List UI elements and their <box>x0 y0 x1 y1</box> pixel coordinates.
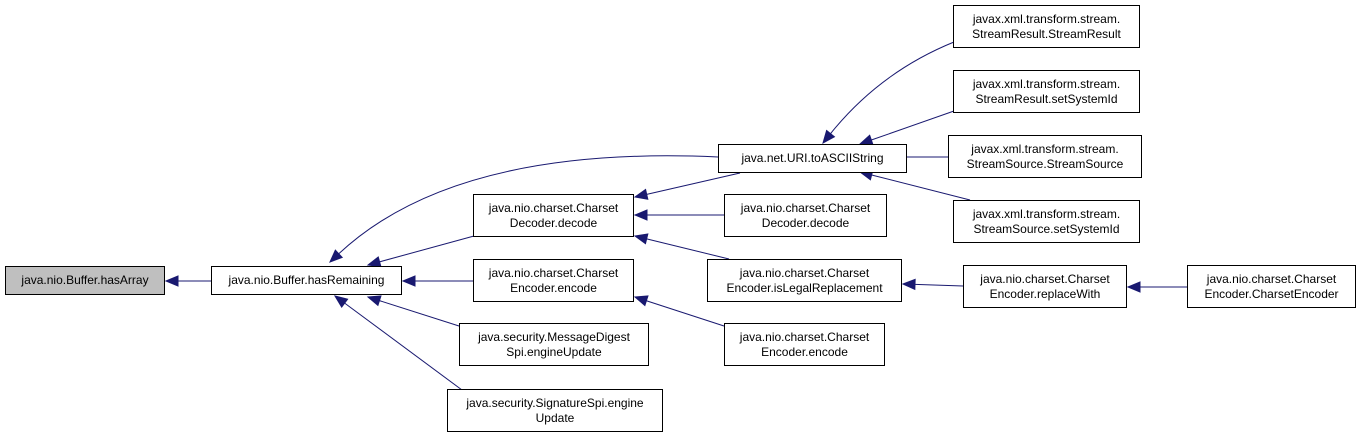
edge-n4-to-n2 <box>401 275 474 287</box>
node-streamresult-streamresult[interactable]: javax.xml.transform.stream. StreamResult… <box>953 5 1140 48</box>
node-streamresult-setsystemid[interactable]: javax.xml.transform.stream. StreamResult… <box>953 70 1140 113</box>
arrowhead <box>329 249 344 263</box>
node-charsetencoder-replacewith[interactable]: java.nio.charset.Charset Encoder.replace… <box>963 265 1127 308</box>
arrowhead <box>633 188 649 200</box>
node-streamsource-setsystemid[interactable]: javax.xml.transform.stream. StreamSource… <box>953 200 1140 243</box>
arrowhead <box>633 233 649 245</box>
node-buffer-hasremaining[interactable]: java.nio.Buffer.hasRemaining <box>211 266 402 295</box>
edge-n7-to-n3 <box>633 172 741 200</box>
edge-n15-to-n9 <box>901 278 964 291</box>
arrowhead <box>366 256 382 268</box>
edge-n2-to-n1 <box>164 275 211 287</box>
arrowhead <box>401 275 416 287</box>
edge-n7-to-n2 <box>329 155 719 263</box>
node-messagedigestspi-engineupdate[interactable]: java.security.MessageDigest Spi.engineUp… <box>459 323 649 366</box>
arrowhead <box>901 278 916 291</box>
arrowhead <box>822 129 836 145</box>
node-streamsource-streamsource[interactable]: javax.xml.transform.stream. StreamSource… <box>948 135 1142 178</box>
node-charsetdecoder-decode[interactable]: java.nio.charset.Charset Decoder.decode <box>473 194 634 237</box>
edge-n16-to-n15 <box>1126 281 1188 293</box>
arrowhead <box>164 275 179 287</box>
arrowhead <box>333 295 349 309</box>
edge-n3-to-n2 <box>366 235 475 268</box>
arrowhead <box>1126 281 1141 293</box>
edge-n11-to-n7 <box>822 41 955 145</box>
edge-n9-to-n3 <box>633 233 730 260</box>
arrowhead <box>366 295 382 307</box>
node-signaturespi-engineupdate[interactable]: java.security.SignatureSpi.engine Update <box>447 389 663 432</box>
edge-n12-to-n7 <box>858 110 955 146</box>
node-charsetencoder-islegalreplacement[interactable]: java.nio.charset.Charset Encoder.isLegal… <box>707 259 902 302</box>
node-charsetencoder-encode-2[interactable]: java.nio.charset.Charset Encoder.encode <box>724 323 885 366</box>
node-charsetdecoder-decode-2[interactable]: java.nio.charset.Charset Decoder.decode <box>724 194 887 237</box>
arrowhead <box>633 209 648 221</box>
edge-n8-to-n3 <box>633 209 724 221</box>
node-charsetencoder-encode[interactable]: java.nio.charset.Charset Encoder.encode <box>473 259 634 302</box>
arrowhead <box>633 295 649 307</box>
edge-n5-to-n2 <box>366 295 460 327</box>
node-uri-toasciistring[interactable]: java.net.URI.toASCIIString <box>718 144 907 173</box>
node-charsetencoder-charsetencoder[interactable]: java.nio.charset.Charset Encoder.Charset… <box>1187 265 1356 308</box>
edge-n6-to-n2 <box>333 295 463 391</box>
edge-n10-to-n4 <box>633 295 725 327</box>
node-buffer-hasarray: java.nio.Buffer.hasArray <box>5 266 165 295</box>
